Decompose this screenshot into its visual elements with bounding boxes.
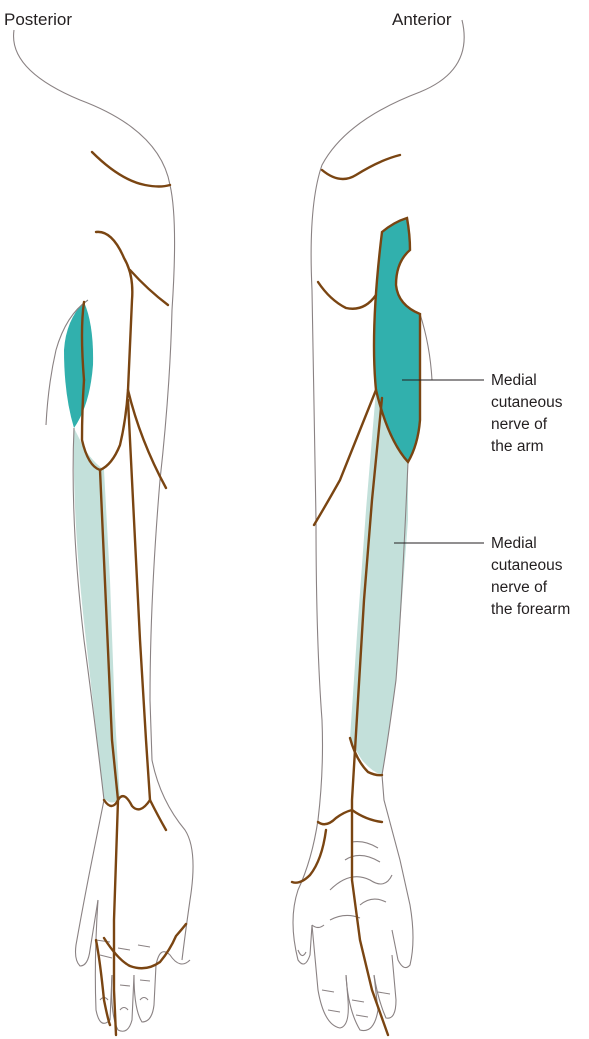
posterior-title: Posterior (4, 10, 72, 30)
forearm-nerve-label-line: Medial (491, 533, 589, 555)
arm-nerve-label-line: the arm (491, 436, 589, 458)
anterior-arm (292, 20, 464, 1035)
arm-nerve-label-line: nerve of (491, 414, 589, 436)
posterior-arm (14, 30, 194, 1035)
anterior-title: Anterior (392, 10, 452, 30)
forearm-nerve-label-line: the forearm (491, 599, 589, 621)
forearm-nerve-label: Medial cutaneous nerve of the forearm (491, 533, 589, 621)
arm-nerve-label-line: Medial (491, 370, 589, 392)
forearm-nerve-label-line: cutaneous (491, 555, 589, 577)
arm-nerve-label: Medial cutaneous nerve of the arm (491, 370, 589, 458)
arm-nerve-label-line: cutaneous (491, 392, 589, 414)
forearm-nerve-label-line: nerve of (491, 577, 589, 599)
